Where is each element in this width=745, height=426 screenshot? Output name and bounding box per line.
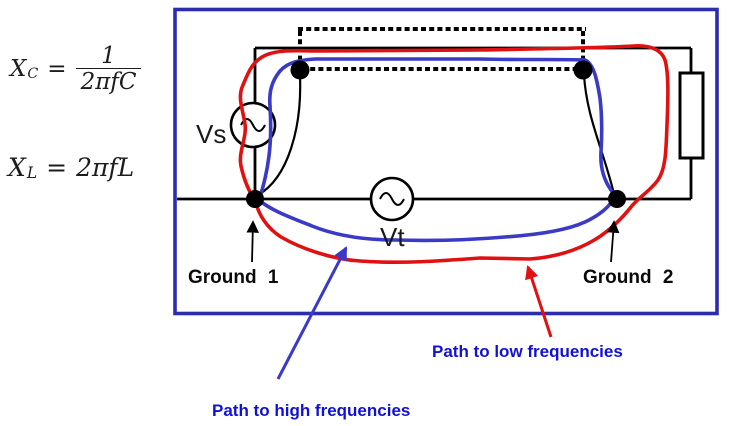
vt-label: Vt	[380, 222, 405, 252]
ground1-arrow-icon	[246, 220, 260, 263]
ground2-junction-dot	[608, 190, 626, 208]
formula-xl-rhs: 2πfL	[76, 153, 135, 182]
source-vt	[369, 176, 415, 222]
circuit-panel-border	[173, 7, 719, 316]
high-frequency-annotation-arrow	[276, 246, 348, 380]
ground2-arrow-icon	[606, 220, 620, 263]
source-vs	[229, 101, 277, 149]
formula-xc-equals: =	[47, 56, 67, 83]
formula-xc-numerator: 1	[101, 43, 116, 69]
formula-xl-subscript: L	[26, 164, 38, 182]
left-shield-drain-wire	[257, 75, 302, 196]
formula-xc-subscript: C	[27, 66, 39, 83]
low-frequency-current-loop	[238, 44, 670, 265]
junction-dots	[246, 60, 626, 208]
formula-xc-fraction: 1 2πfC	[75, 43, 142, 94]
ground1-junction-dot	[246, 190, 264, 208]
vs-label: Vs	[196, 119, 226, 149]
shield-left-junction-dot	[290, 60, 310, 80]
low-frequency-annotation-arrow	[525, 265, 553, 338]
formula-xc-base: X	[10, 56, 27, 83]
high-frequency-path-label: Path to high frequencies	[212, 401, 410, 420]
high-frequency-current-loop	[257, 57, 617, 243]
low-frequency-path-label: Path to low frequencies	[432, 342, 623, 361]
vt-sine-icon	[379, 192, 405, 206]
shield-right-junction-dot	[573, 60, 593, 80]
load-resistor	[678, 71, 705, 160]
ground1-label: Ground 1	[188, 267, 279, 288]
formula-xc-denominator: 2πfC	[75, 68, 142, 94]
right-shield-drain-wire	[582, 73, 616, 195]
formula-xl-base: X	[8, 153, 26, 182]
formula-xl-equals: =	[46, 153, 68, 182]
ground2-label: Ground 2	[583, 267, 673, 288]
